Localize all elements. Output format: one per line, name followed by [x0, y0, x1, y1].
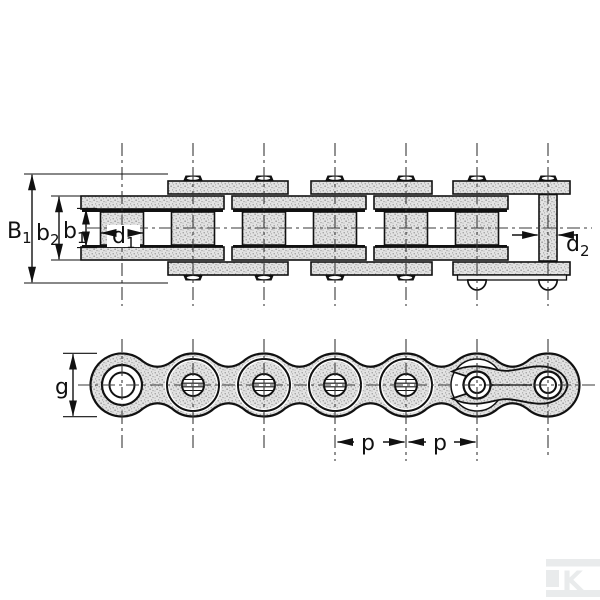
top-view-centerlines: [87, 143, 592, 306]
dimension-B1: [24, 173, 168, 284]
dim-label-g: g: [55, 375, 69, 400]
outer-plates: [167, 180, 571, 276]
inner-plate: [80, 246, 225, 261]
outer-plate: [167, 180, 289, 195]
dim-label-b1: b1: [63, 219, 87, 247]
chain-side-view: g p p: [55, 339, 597, 461]
inner-plates: [80, 195, 509, 261]
dim-label-p-left: p: [361, 431, 375, 456]
dimension-b2: [51, 195, 86, 261]
inner-plate: [231, 246, 367, 261]
dim-label-d2: d2: [566, 232, 590, 260]
outer-plate: [452, 261, 571, 276]
side-view-centerlines: [78, 339, 597, 461]
bushing-edges: [82, 209, 507, 248]
inner-plate: [231, 195, 367, 210]
inner-plate: [80, 195, 225, 210]
dim-label-p-right: p: [433, 431, 447, 456]
outer-plate: [310, 180, 433, 195]
dimension-d1: [100, 225, 144, 247]
dim-label-b2: b2: [36, 221, 60, 249]
pin-caps-bottom: [183, 274, 416, 281]
rivet-heads: [456, 274, 568, 291]
inner-plate: [373, 195, 509, 210]
outer-plate: [452, 180, 571, 195]
outer-plate: [167, 261, 289, 276]
kramp-logo-watermark: K: [546, 559, 600, 597]
dimension-g: [63, 352, 97, 418]
dim-label-d1: d1: [112, 224, 136, 252]
watermark-letter: K: [562, 566, 584, 597]
outer-plate: [310, 261, 433, 276]
inner-plate: [373, 246, 509, 261]
dim-label-B1: B1: [7, 219, 32, 247]
chain-top-view: B1 b2 b1 d1 d2: [7, 143, 592, 306]
dimension-b1: [77, 207, 97, 249]
